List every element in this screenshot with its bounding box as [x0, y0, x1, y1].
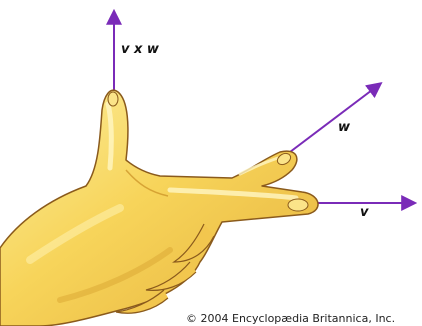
- arrow-w: [289, 82, 383, 153]
- label-v: v: [360, 205, 369, 220]
- label-v-cross-w: v x w: [121, 42, 159, 57]
- copyright-credit: © 2004 Encyclopædia Britannica, Inc.: [186, 312, 396, 325]
- hand-shape: [0, 89, 319, 326]
- label-w: w: [338, 120, 351, 135]
